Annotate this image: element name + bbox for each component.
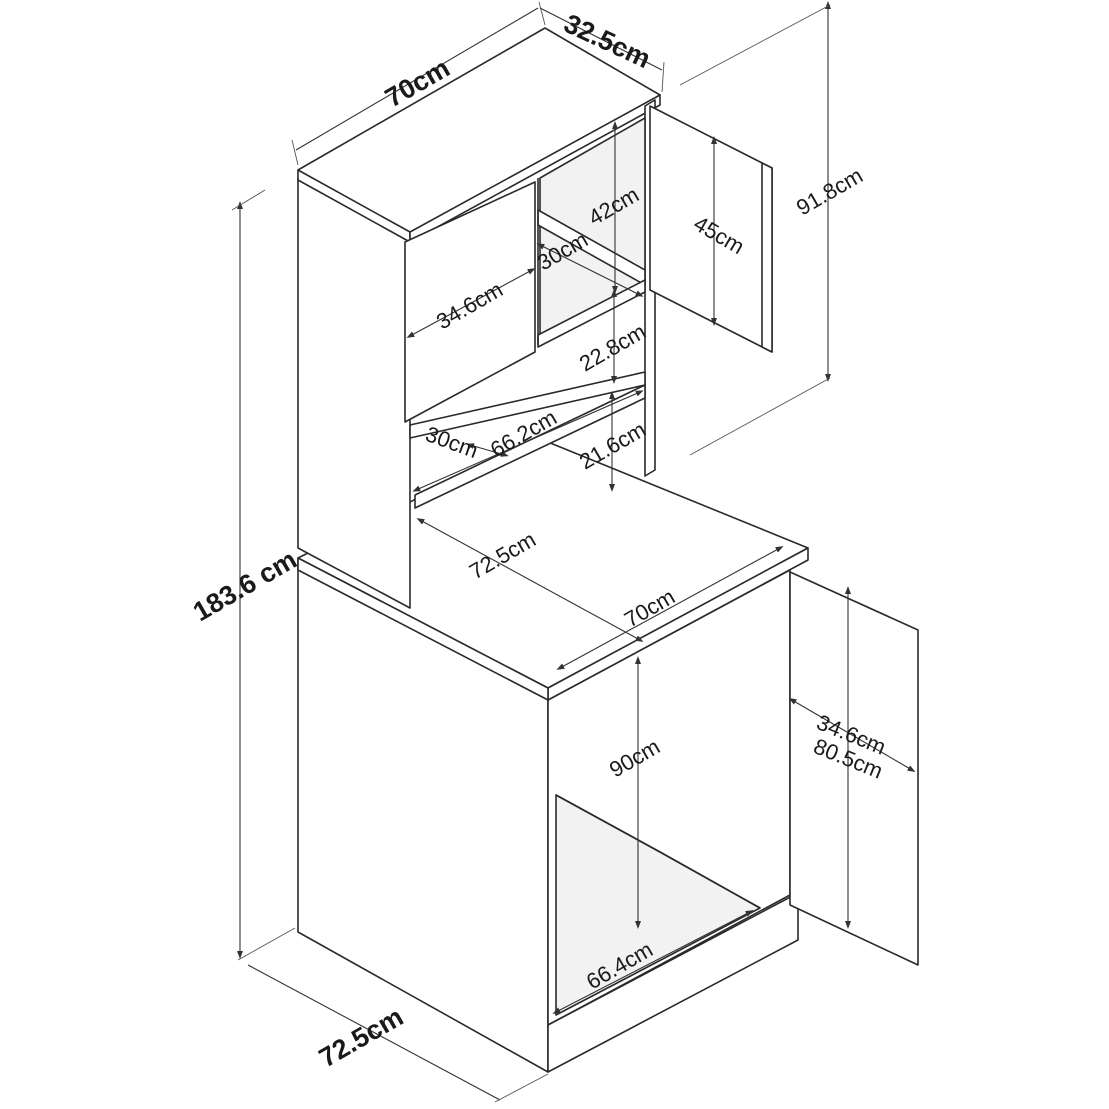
dim-top-depth-line — [539, 7, 663, 71]
dim-base-door-width — [788, 697, 916, 773]
dim-upper-door-width — [406, 268, 536, 338]
dim-total-height-ext-bottom — [237, 927, 296, 961]
upper-right-door-edge — [761, 162, 773, 353]
dim-top-width-line — [295, 7, 539, 151]
hutch-top-front-edge — [409, 94, 661, 243]
hutch-side-panel — [297, 177, 411, 609]
dim-top-depth-ext — [661, 61, 665, 93]
dim-worktop-depth — [556, 546, 784, 670]
label-total-height: 183.6 cm — [188, 544, 302, 627]
dim-base-width-ext — [494, 1073, 549, 1103]
base-inner-back-edge — [555, 794, 761, 909]
dim-top-width-ext-right — [538, 1, 546, 26]
label-base-width: 72.5cm — [314, 1001, 408, 1073]
dim-base-width-line — [247, 964, 501, 1101]
dim-upper-height-ext-top — [679, 4, 831, 86]
dim-total-height-ext-top — [231, 189, 266, 211]
label-shelf-gap-1: 22.8cm — [575, 319, 650, 377]
dim-base-inner-width — [552, 910, 754, 1014]
dim-inner-width — [412, 390, 644, 492]
dim-top-width-ext-left — [291, 139, 299, 166]
dimension-lines — [231, 1, 916, 1103]
dim-upper-height-ext-bottom — [689, 377, 831, 456]
label-upper-height: 91.8cm — [792, 163, 867, 221]
dim-upper-shelf-depth — [536, 243, 644, 297]
